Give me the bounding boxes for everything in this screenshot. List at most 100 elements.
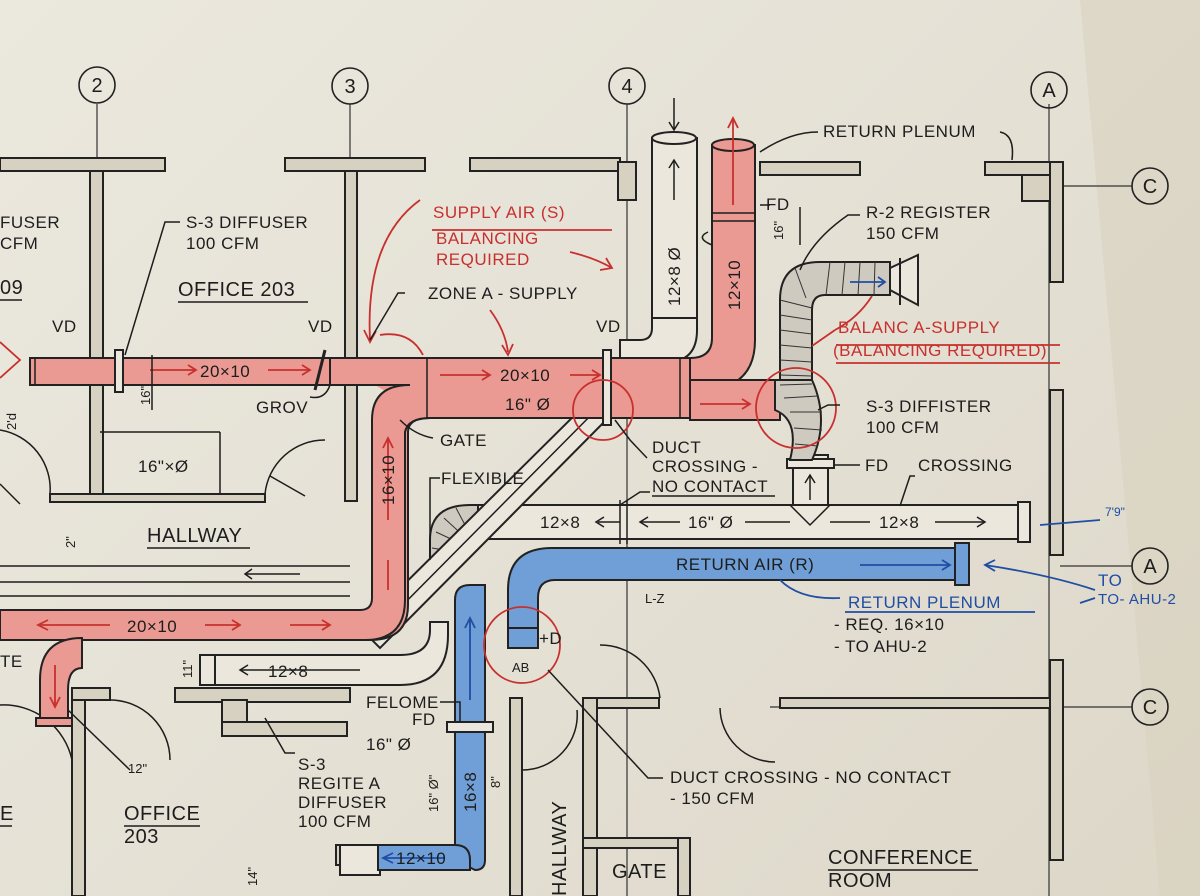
paper-edge (1080, 0, 1200, 896)
label-fd-mid: FD (412, 710, 436, 729)
duct-label-16-dia: 16" Ø (505, 395, 550, 414)
label-balancing-required: (BALANCING REQUIRED) (833, 341, 1047, 360)
flex-ribs (779, 261, 876, 377)
dim-16-small: 16" (138, 386, 153, 405)
label-return-plenum: RETURN PLENUM (848, 593, 1001, 612)
label-vd-3: VD (596, 317, 621, 336)
duct-label-16-dia-b: 16" Ø (688, 513, 733, 532)
dim-11: 11" (180, 660, 195, 678)
grid-bubble-c-top: C (1131, 167, 1169, 205)
red-annotations (0, 115, 1060, 710)
label-return-plenum-top: RETURN PLENUM (823, 122, 976, 141)
label-duct-crossing: DUCT (652, 438, 701, 457)
room-hallway-vertical: HALLWAY (549, 801, 571, 896)
label-req-16x10: - REQ. 16×10 (834, 615, 944, 634)
label-s3: S-3 (298, 755, 326, 774)
room-hallway: HALLWAY (147, 525, 242, 547)
partial-te: TE (0, 652, 23, 671)
label-r2-register: R-2 REGISTER (866, 203, 991, 222)
label-plus-d: +D (539, 629, 562, 648)
label-grov: GROV (256, 398, 308, 417)
grid-bubble-3: 3 (331, 67, 369, 105)
label-vd-1: VD (52, 317, 77, 336)
label-supply-air: SUPPLY AIR (S) (433, 203, 565, 222)
label-fd-top: FD (766, 195, 790, 214)
dimension-marks (0, 207, 801, 771)
room-gate: GATE (612, 861, 667, 883)
label-s3-diffister: S-3 DIFFISTER (866, 397, 992, 416)
label-required: REQUIRED (436, 250, 530, 269)
label-felome: FELOME (366, 693, 439, 712)
label-duct-crossing-2: CROSSING - (652, 457, 758, 476)
grid-bubble-4: 4 (608, 67, 646, 105)
label-150-cfm: - 150 CFM (670, 789, 755, 808)
label-s3-diffister-cfm: 100 CFM (866, 418, 939, 437)
duct-12x8-elbow (619, 317, 698, 363)
duct-label-12x10-h: 12×10 (396, 849, 446, 868)
duct-label-16x10-v: 16×10 (379, 455, 398, 505)
svg-text:C: C (1143, 176, 1157, 198)
partial-cfm: CFM (0, 234, 38, 253)
dampers (34, 212, 755, 426)
walls (0, 157, 1064, 896)
label-balanc-supply: BALANC A-SUPPLY (838, 318, 1000, 337)
r2-register (889, 253, 919, 307)
label-to-ahu-2: TO- AHU-2 (1098, 591, 1176, 608)
partial-2d: 2'd (4, 413, 19, 430)
dim-14: 14" (245, 867, 260, 886)
label-r2-cfm: 150 CFM (866, 224, 939, 243)
label-crossing: CROSSING (918, 456, 1013, 475)
leader-lines (124, 131, 1014, 779)
svg-text:3: 3 (344, 76, 355, 98)
label-diffuser: DIFFUSER (298, 793, 387, 812)
label-balancing: BALANCING (436, 229, 539, 248)
dim-12: 12" (128, 761, 147, 776)
duct-label-12x8-b: 12×8 (879, 513, 919, 532)
room-office-203: OFFICE 203 (178, 279, 295, 301)
duct-label-16dia-v: 16" Ø" (426, 774, 441, 812)
label-dim-7ft: 7'9" (1105, 505, 1125, 519)
partial-09: 09 (0, 277, 23, 299)
duct-label-16x8-v: 16×8 (461, 772, 480, 812)
svg-text:2: 2 (91, 75, 102, 97)
duct-label-16-dia-c: 16" Ø (366, 735, 411, 754)
blue-annotations (380, 519, 1101, 864)
duct-label-12x10-v: 12×10 (725, 260, 744, 310)
room-conference: CONFERENCE (828, 847, 973, 869)
dim-2: 2" (63, 536, 78, 548)
label-100-cfm: 100 CFM (298, 812, 371, 831)
duct-label-12x8-v: 12×8 Ø (665, 247, 684, 306)
grid-bubble-2: 2 (78, 66, 116, 104)
dim-16-small-2: 16" (771, 221, 786, 240)
diffister-flex (774, 379, 822, 461)
duct-12x10-bottom-stub (339, 844, 381, 876)
label-to: TO (1098, 571, 1122, 590)
grid-bubble-c-bottom: C (1131, 688, 1169, 726)
duct-label-20x10-c: 20×10 (127, 617, 177, 636)
label-s3-diffuser: S-3 DIFFUSER (186, 213, 308, 232)
duct-label-12x8-a: 12×8 (540, 513, 580, 532)
label-to-ahu: - TO AHU-2 (834, 637, 927, 656)
flow-arrows (594, 516, 987, 528)
label-zone-a: ZONE A - SUPPLY (428, 284, 578, 303)
duct-12x8-vertical (651, 98, 698, 319)
label-return-air: RETURN AIR (R) (676, 555, 814, 574)
svg-text:C: C (1143, 697, 1157, 719)
duct-label-12x8-c: 12×8 (268, 662, 308, 681)
room-number-lower: 203 (124, 826, 159, 848)
grid-bubble-a-mid: A (1131, 547, 1169, 585)
grid-bubble-a-top: A (1030, 71, 1068, 109)
label-vd-2: VD (308, 317, 333, 336)
room-conference-2: ROOM (828, 870, 892, 892)
dim-8: 8" (488, 776, 503, 788)
svg-text:A: A (1143, 556, 1157, 578)
svg-text:A: A (1042, 80, 1056, 102)
label-duct-crossing-bottom: DUCT CROSSING - NO CONTACT (670, 768, 952, 787)
hallway-lines (0, 429, 776, 771)
label-flexible: FLEXIBLE (441, 469, 524, 488)
label-s3-diffuser-cfm: 100 CFM (186, 234, 259, 253)
partial-fuser: FUSER (0, 213, 60, 232)
label-duct-crossing-3: NO CONTACT (652, 477, 768, 496)
